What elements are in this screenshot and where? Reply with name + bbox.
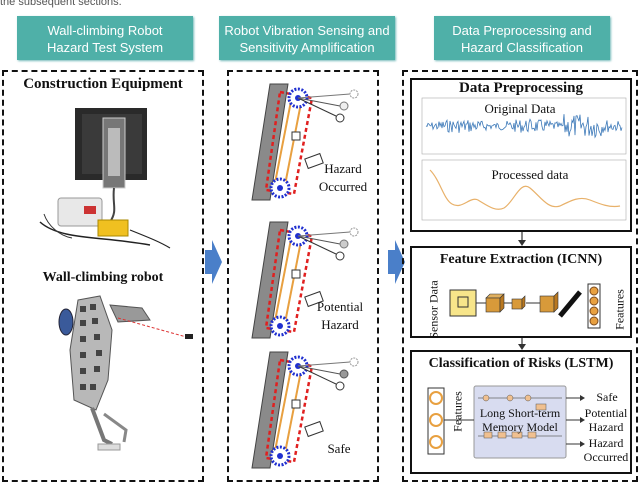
state-hazard-occurred: Hazard Occurred [308,160,378,196]
output-line: Hazard [588,436,624,450]
caption-fragment: the subsequent sections. [0,0,122,8]
panel-data-processing [402,70,638,482]
state-potential-hazard: Potential Hazard [300,298,380,334]
feature-title: Feature Extraction (ICNN) [439,252,603,267]
panel1-title: Construction Equipment [23,76,183,92]
state-safe: Safe [327,441,351,456]
panel-vibration-sensing [227,70,379,482]
state-line: Hazard [321,317,359,332]
panel1-subtitle: Wall-climbing robot [42,270,164,285]
lstm-model-label: Long Short-term Memory Model [474,406,566,434]
header-line: Robot Vibration Sensing and [224,23,390,38]
header-line: Data Preprocessing and [452,23,592,38]
state-line: Potential [316,299,364,314]
output-safe: Safe [596,390,618,404]
state-line: Occurred [318,179,368,194]
header-line: Sensitivity Amplification [239,40,375,55]
output-line: Occurred [583,450,629,464]
label-original-data: Original Data [484,101,556,116]
processed-signal-line [429,169,621,210]
header-line: Wall-climbing Robot [47,23,163,38]
arrow-right-icon [205,240,222,284]
output-hazard-occurred: Hazard Occurred [578,436,634,464]
header-preprocessing: Data Preprocessing and Hazard Classifica… [434,16,610,60]
state-line: Hazard [324,161,362,176]
preprocessing-title: Data Preprocessing [458,80,583,96]
output-line: Hazard [588,420,624,434]
header-vibration-sensing: Robot Vibration Sensing and Sensitivity … [219,16,395,60]
panel-construction-equipment [2,70,204,482]
label-processed-data: Processed data [491,167,569,182]
header-hazard-test-system: Wall-climbing Robot Hazard Test System [17,16,193,60]
output-potential-hazard: Potential Hazard [578,406,634,434]
arrow-right-icon [388,240,405,284]
header-line: Hazard Classification [460,40,584,55]
output-line: Potential [584,406,628,420]
classification-title: Classification of Risks (LSTM) [428,356,614,371]
header-line: Hazard Test System [46,40,164,55]
original-signal-line [425,114,623,139]
model-line: Long Short-term [479,406,561,420]
model-line: Memory Model [482,420,558,434]
